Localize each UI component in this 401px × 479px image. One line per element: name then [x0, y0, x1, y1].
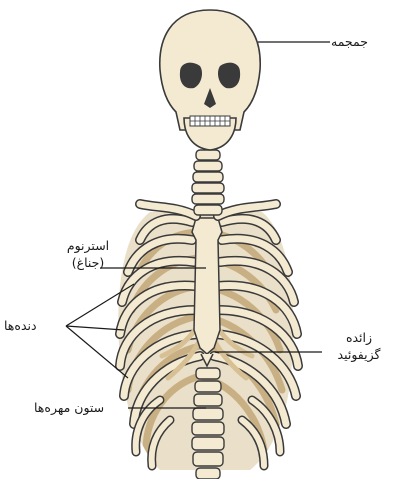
ribs-label: دنده‌ها — [4, 318, 37, 334]
sternum-label-line1: استرنوم — [44, 238, 132, 254]
ribs-leader-2 — [66, 326, 124, 330]
lower-spine — [192, 368, 224, 479]
xiphoid-label-line1: زائده — [324, 330, 394, 346]
xiphoid-label-line2: گزیفوئید — [324, 347, 394, 363]
cervical-spine — [192, 150, 224, 215]
skull — [160, 10, 260, 150]
skull-label: جمجمه — [331, 34, 368, 50]
sternum-label-line2: (جناغ) — [44, 255, 132, 271]
spine-label: ستون مهره‌ها — [34, 400, 104, 416]
